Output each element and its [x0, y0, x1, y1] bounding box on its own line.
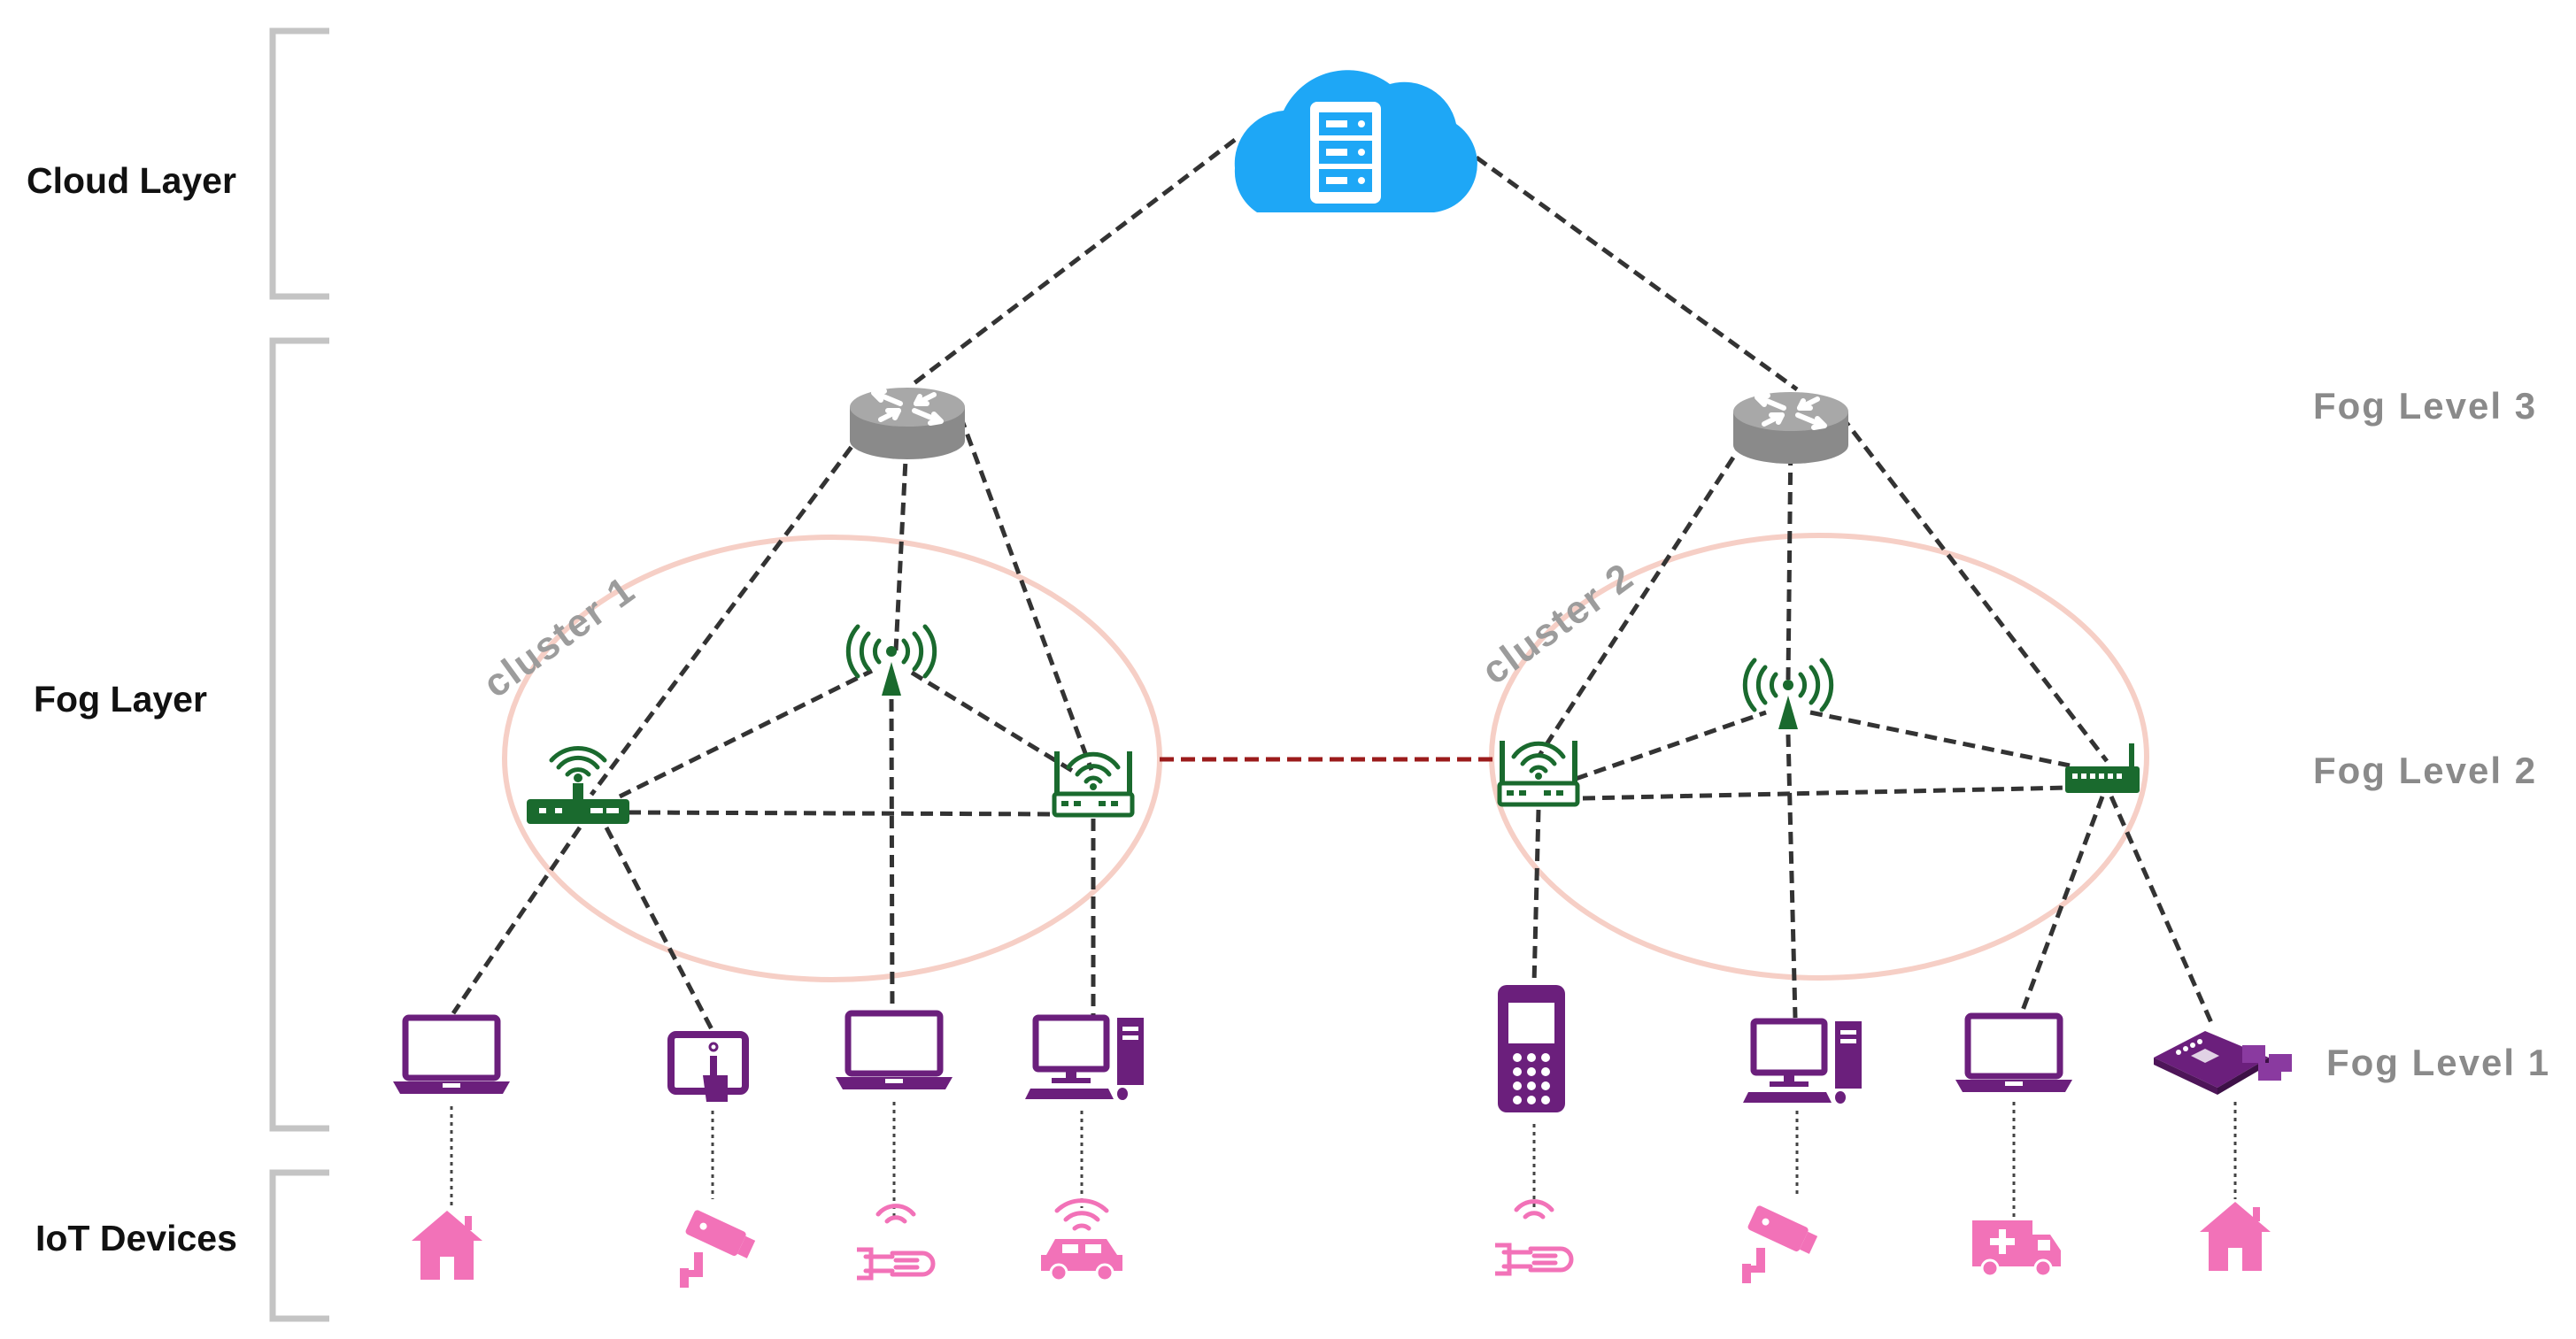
laptop-icon — [393, 1018, 510, 1094]
fog-level-2-label: Fog Level 2 — [2313, 750, 2537, 791]
cctv-camera-icon — [1742, 1204, 1819, 1283]
mobile-phone-icon — [1498, 985, 1565, 1112]
desktop-pc-icon — [1025, 1018, 1144, 1100]
network-link — [1785, 433, 1793, 682]
smart-wearable-icon — [857, 1206, 933, 1278]
fog-level-1-label: Fog Level 1 — [2326, 1042, 2550, 1083]
network-link — [1785, 734, 1798, 1019]
smart-wearable-icon — [1495, 1202, 1571, 1274]
cloud-layer-label: Cloud Layer — [27, 160, 236, 201]
network-link — [451, 826, 582, 1015]
cloud-router-link — [910, 138, 1237, 387]
cluster-2-ring — [1489, 533, 2149, 981]
layer-bracket — [269, 27, 329, 300]
network-link — [618, 668, 874, 799]
network-link — [628, 810, 1063, 817]
network-link — [1809, 710, 2071, 768]
network-link — [1531, 809, 1541, 985]
fog-level-3-label: Fog Level 3 — [2313, 385, 2537, 427]
layer-bracket — [269, 1169, 329, 1322]
network-link — [2109, 795, 2216, 1028]
wifi-router-icon — [527, 748, 629, 824]
iot-devices-label: IoT Devices — [35, 1218, 237, 1258]
raspberry-pi-icon — [2154, 1031, 2292, 1095]
network-link — [910, 670, 1080, 777]
connected-car-icon — [1041, 1201, 1122, 1281]
desktop-pc-icon — [1743, 1021, 1862, 1104]
router-icon — [850, 388, 965, 459]
layer-bracket — [269, 337, 329, 1132]
home-icon — [2200, 1202, 2271, 1271]
network-link — [1575, 710, 1767, 781]
network-links — [450, 138, 2237, 1220]
cloud-router-link — [1459, 143, 1799, 392]
network-link — [1582, 785, 2071, 801]
home-icon — [412, 1211, 482, 1280]
network-link — [2016, 796, 2105, 1023]
wifi-router-icon — [1500, 741, 1577, 804]
cluster-2-label: cluster 2 — [1474, 554, 1642, 693]
laptop-icon — [1955, 1016, 2072, 1092]
tablet-icon — [671, 1035, 745, 1102]
laptop-icon — [836, 1013, 953, 1089]
network-link — [589, 414, 877, 796]
ambulance-icon — [1971, 1219, 2063, 1278]
network-link — [1839, 414, 2109, 763]
antenna-tower-icon — [848, 627, 934, 696]
network-switch-icon — [2065, 743, 2140, 793]
wifi-access-point-icon — [1054, 751, 1132, 815]
layer-brackets — [269, 27, 329, 1322]
network-link — [958, 415, 1094, 771]
network-link — [1536, 423, 1757, 758]
cloud-server-icon — [1234, 70, 1477, 213]
network-link — [889, 698, 895, 1017]
cctv-camera-icon — [680, 1209, 757, 1288]
fog-layer-label: Fog Layer — [34, 679, 207, 720]
router-icon — [1733, 392, 1848, 464]
cluster-1-label: cluster 1 — [475, 567, 644, 706]
